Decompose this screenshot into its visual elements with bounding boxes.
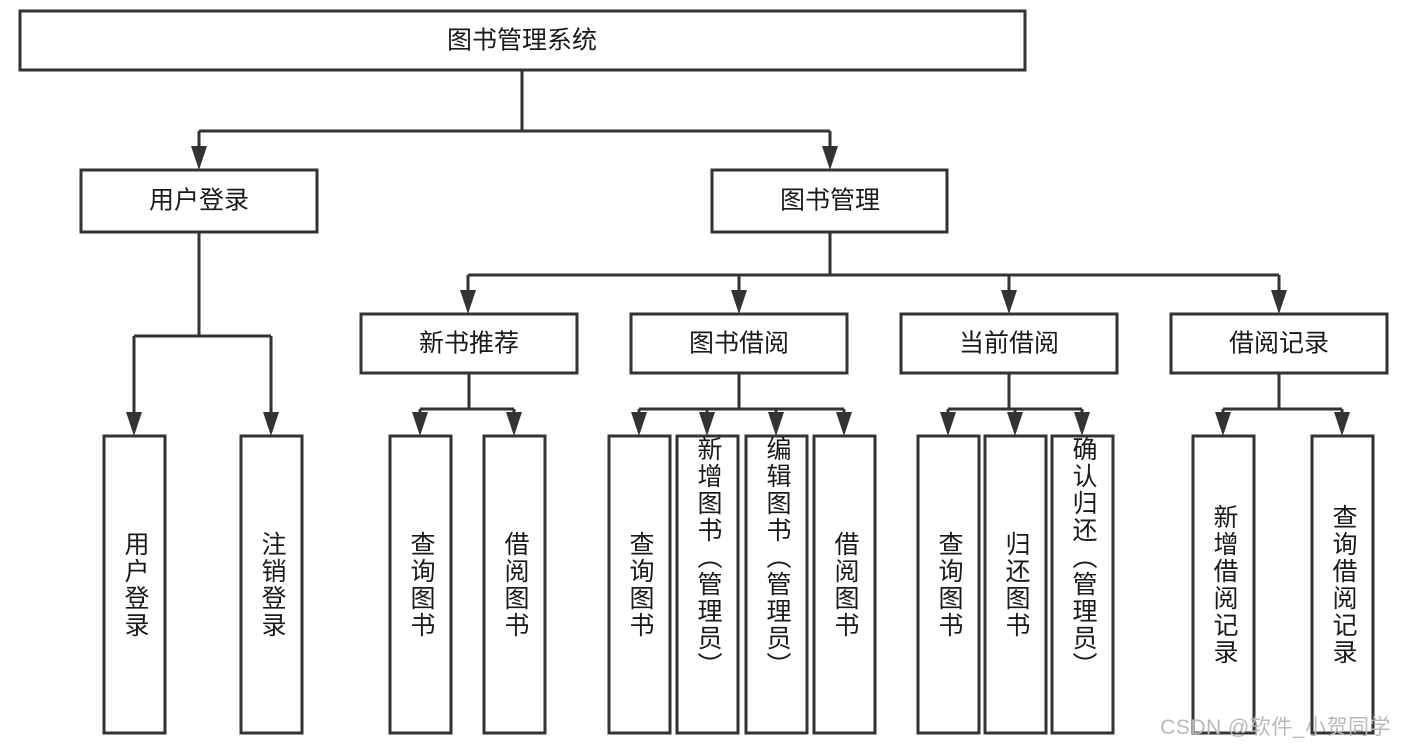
node-root-box[interactable] [18,9,1027,72]
leaf-group-book-borrow [607,434,877,735]
node-borrow-record-box[interactable] [1169,312,1389,375]
leaf-group-user-login [102,434,304,735]
connector-group-current-borrow-to-leaves [940,373,1090,436]
node-new-book-recommend-label: 新书推荐 [419,330,519,358]
connector-group-root-to-level2 [191,70,838,170]
leaf-box-cb-query-book[interactable] [916,434,981,735]
leaf-box-nb-query-book[interactable] [388,434,453,735]
arrow-head-current-borrow [1001,290,1017,314]
node-book-manage-label: 图书管理 [780,187,880,215]
leaf-box-cb-confirm-return[interactable] [1050,434,1115,735]
arrow-head-br-leaf1 [1215,412,1231,436]
arrow-head-bb-leaf3 [768,412,784,436]
node-user-login[interactable]: 用户登录 [79,168,319,234]
node-current-borrow-box[interactable] [899,312,1119,375]
arrow-head-bb-leaf4 [836,412,852,436]
connector-group-book-manage-to-level3 [460,232,1287,314]
leaf-box-bb-borrow-book[interactable] [812,434,877,735]
arrow-head-borrow-record [1271,290,1287,314]
leaf-box-bb-query-book[interactable] [607,434,672,735]
connector-group-book-borrow-to-leaves [631,373,852,436]
leaf-group-new-book-recommend [388,434,547,735]
arrow-head-br-leaf2 [1334,412,1350,436]
leaf-box-cb-return-book[interactable] [983,434,1048,735]
arrow-head-cb-leaf2 [1007,412,1023,436]
node-current-borrow-label: 当前借阅 [959,330,1059,358]
leaf-box-br-add-record[interactable] [1191,434,1256,735]
node-book-borrow-box[interactable] [629,312,849,375]
arrow-head-bb-leaf1 [631,412,647,436]
arrow-head-leaf-user-login [126,412,142,436]
leaf-group-borrow-record [1191,434,1375,735]
node-root-label: 图书管理系统 [447,27,597,55]
node-new-book-recommend[interactable]: 新书推荐 [359,312,579,375]
leaf-box-user-login[interactable] [102,434,167,735]
node-current-borrow[interactable]: 当前借阅 [899,312,1119,375]
leaf-box-bb-edit-book[interactable] [744,434,809,735]
node-book-manage-box[interactable] [710,168,949,234]
leaf-box-nb-borrow-book[interactable] [482,434,547,735]
arrow-head-bb-leaf2 [699,412,715,436]
arrow-head-user-login [191,146,207,170]
arrow-head-book-borrow [731,290,747,314]
arrow-head-leaf-logout [263,412,279,436]
connector-group-borrow-record-to-leaves [1215,373,1350,436]
node-root-system[interactable]: 图书管理系统 [18,9,1027,72]
leaf-box-br-query-record[interactable] [1310,434,1375,735]
arrow-head-book-manage [822,146,838,170]
node-user-login-label: 用户登录 [149,187,249,215]
arrow-head-nb-leaf2 [506,412,522,436]
node-book-manage[interactable]: 图书管理 [710,168,949,234]
arrow-head-cb-leaf3 [1074,412,1090,436]
node-borrow-record-label: 借阅记录 [1229,330,1329,358]
arrow-head-nb-leaf1 [412,412,428,436]
arrow-head-new-book-recommend [460,290,476,314]
node-new-book-recommend-box[interactable] [359,312,579,375]
leaf-box-logout[interactable] [239,434,304,735]
leaf-box-bb-add-book[interactable] [675,434,740,735]
connector-group-new-book-to-leaves [412,373,522,436]
node-book-borrow-label: 图书借阅 [689,330,789,358]
arrow-head-cb-leaf1 [940,412,956,436]
node-borrow-record[interactable]: 借阅记录 [1169,312,1389,375]
node-book-borrow[interactable]: 图书借阅 [629,312,849,375]
leaf-group-current-borrow [916,434,1115,735]
watermark-text: CSDN @软件_小贺同学 [1160,716,1391,739]
node-user-login-box[interactable] [79,168,319,234]
connector-group-user-login-to-leaves [126,232,279,436]
